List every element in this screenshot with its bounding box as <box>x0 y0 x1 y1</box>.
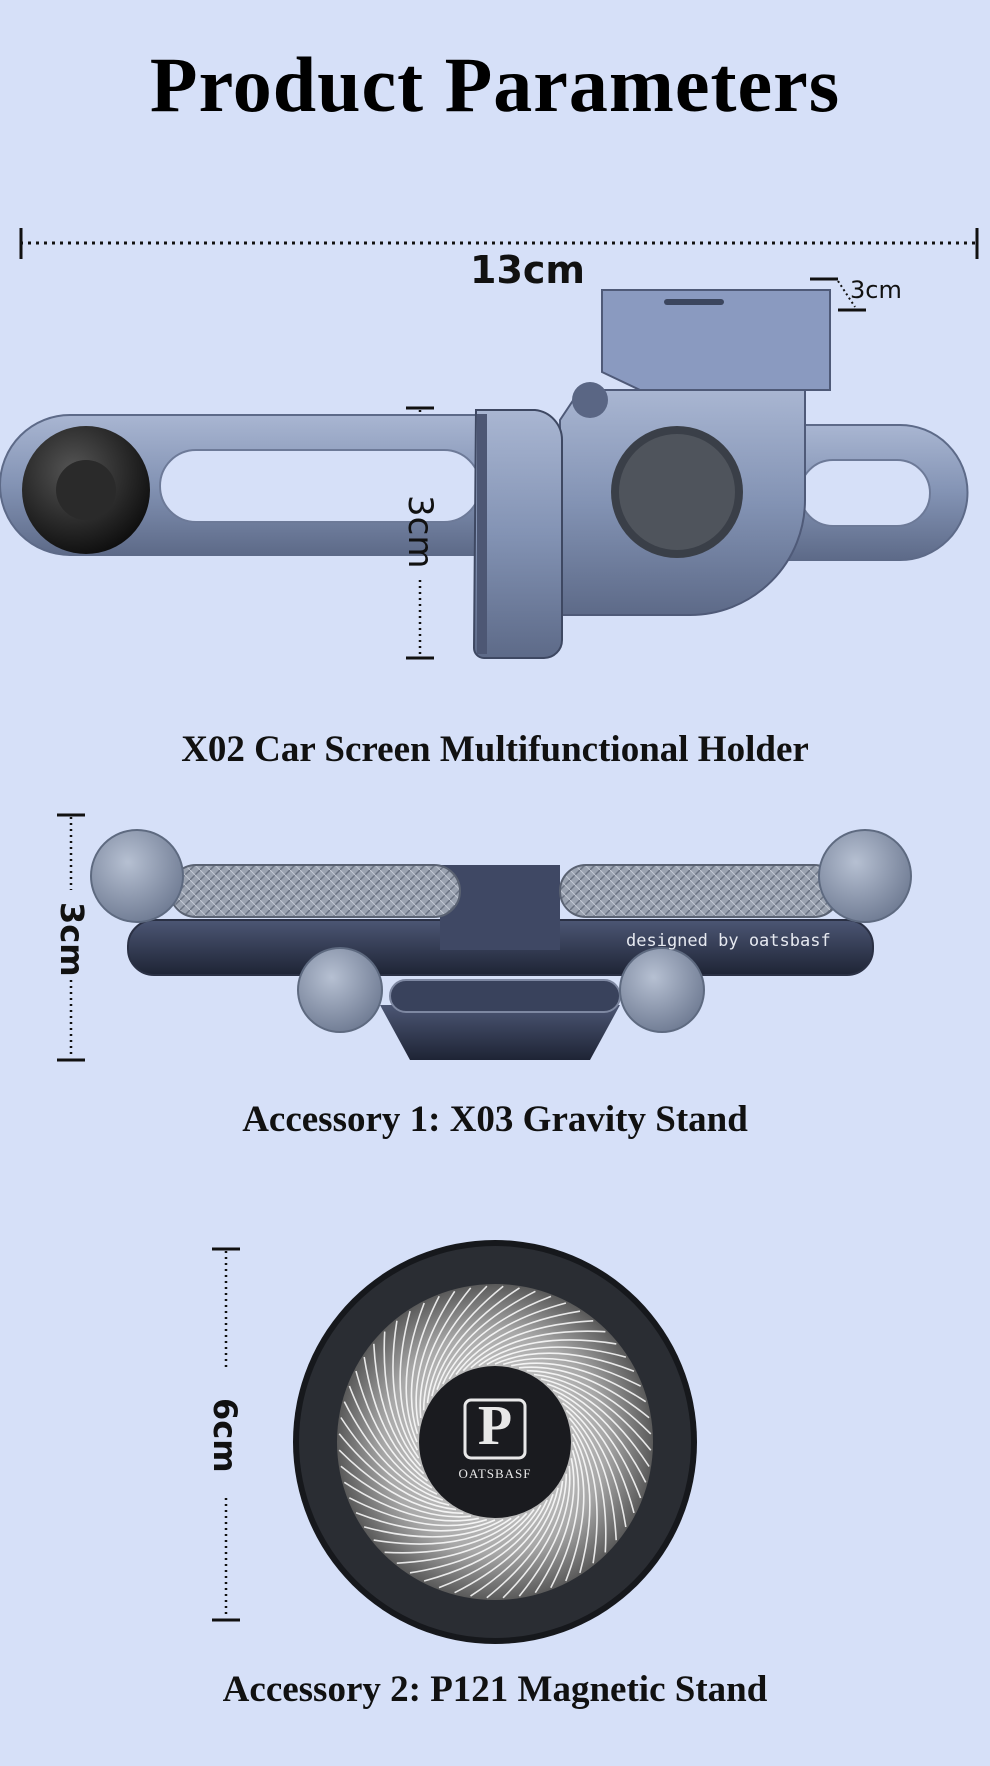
gravity-stand-image <box>90 829 912 1060</box>
holder-main-image <box>0 289 969 659</box>
acc2-height-label: 6cm <box>206 1398 244 1473</box>
height-label: 3cm <box>400 495 440 569</box>
acc1-dimension-line <box>57 813 85 1062</box>
page-title: Product Parameters <box>149 41 841 128</box>
acc1-height-label: 3cm <box>53 902 91 977</box>
magnetic-stand-image <box>293 1240 697 1644</box>
acc2-dimension-line <box>212 1247 240 1622</box>
logo-letter: P <box>477 1395 513 1457</box>
acc1-engraving: designed by oatsbasf <box>626 931 831 951</box>
accessory-2-caption: Accessory 2: P121 Magnetic Stand <box>222 1669 768 1710</box>
depth-dimension-line <box>810 277 866 312</box>
accessory-1-caption: Accessory 1: X03 Gravity Stand <box>242 1099 748 1140</box>
logo-text: OATSBASF <box>458 1466 532 1481</box>
width-label: 13cm <box>470 248 586 292</box>
depth-label: 3cm <box>850 276 902 304</box>
width-dimension-line <box>19 228 979 259</box>
main-product-caption: X02 Car Screen Multifunctional Holder <box>181 729 809 770</box>
